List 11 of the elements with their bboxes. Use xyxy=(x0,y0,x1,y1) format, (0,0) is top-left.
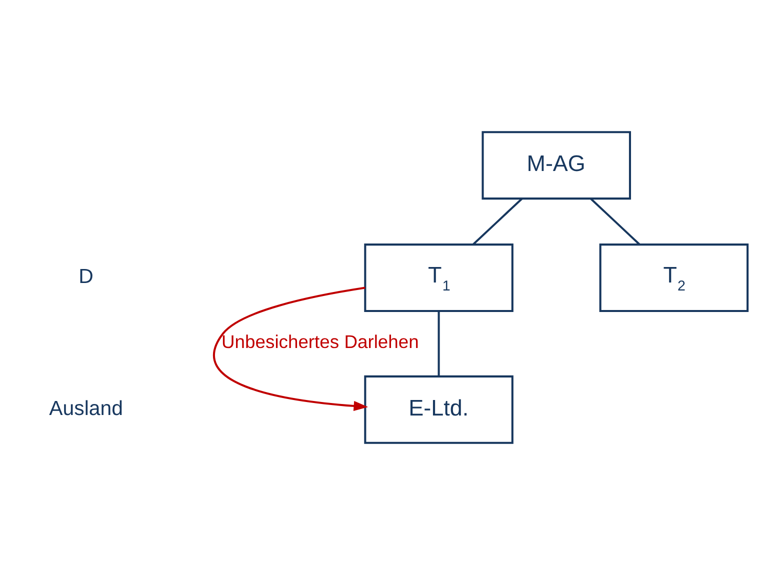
node-box: T$_{1}$ xyxy=(364,244,514,312)
connector xyxy=(590,198,640,246)
arrow xyxy=(213,286,368,411)
label: D xyxy=(78,264,94,288)
node-box: T$_{2}$ xyxy=(599,244,749,312)
node-box: E-Ltd. xyxy=(364,375,514,444)
node-box: M-AG xyxy=(482,131,631,200)
edge-label: Unbesichertes Darlehen xyxy=(222,331,419,352)
connector xyxy=(438,311,440,376)
label: Ausland xyxy=(49,396,123,420)
connector xyxy=(472,198,523,246)
